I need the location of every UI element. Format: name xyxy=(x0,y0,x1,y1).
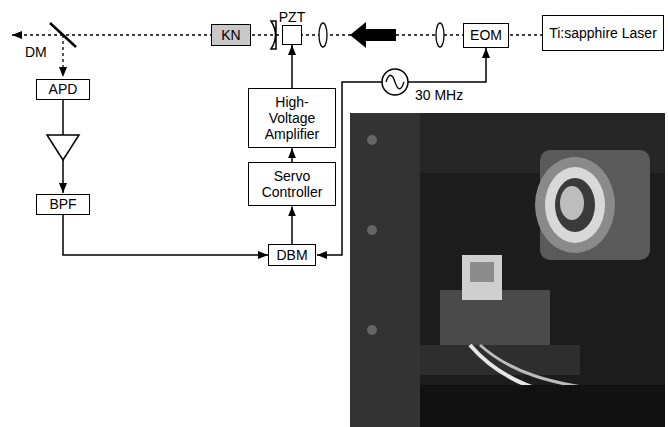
dichroic-mirror xyxy=(50,23,76,47)
rf-wire xyxy=(408,48,486,82)
node-text: BPF xyxy=(49,196,76,212)
mixer-box: DBM xyxy=(268,244,316,266)
mirror-label: DM xyxy=(24,44,48,60)
signal-arrow xyxy=(291,148,293,162)
amplifier-box: High-Voltage Amplifier xyxy=(248,88,336,148)
node-text: High-Voltage Amplifier xyxy=(252,94,332,142)
node-text: DBM xyxy=(276,247,307,263)
node-text: Ti:sapphire Laser xyxy=(549,25,657,41)
pzt-actuator: PZT xyxy=(282,25,302,45)
node-text: KN xyxy=(221,27,240,43)
sine-symbol xyxy=(386,75,404,89)
node-text: Servo Controller xyxy=(252,168,332,200)
laser-beam xyxy=(62,35,63,77)
photograph xyxy=(350,113,665,427)
signal-arrow xyxy=(63,215,268,256)
signal-arrow xyxy=(291,206,293,244)
crystal-box: KN xyxy=(211,24,251,46)
laser-box: Ti:sapphire Laser xyxy=(542,15,664,51)
node-text: APD xyxy=(49,81,78,97)
frequency-label: 30 MHz xyxy=(414,87,464,103)
modulator-box: EOM xyxy=(463,23,509,48)
node-text: PZT xyxy=(279,9,305,25)
amplifier-symbol xyxy=(47,135,79,160)
optical-isolator xyxy=(350,22,396,48)
cavity-mirror xyxy=(271,21,276,49)
lens xyxy=(319,23,327,47)
controller-box: Servo Controller xyxy=(248,162,336,206)
filter-box: BPF xyxy=(36,194,90,215)
signal-wire xyxy=(62,160,64,193)
signal-arrow xyxy=(291,45,293,88)
lens xyxy=(436,23,444,47)
detector-box: APD xyxy=(36,79,90,100)
oscillator-symbol xyxy=(382,69,408,95)
node-text: EOM xyxy=(470,27,502,43)
signal-wire xyxy=(62,99,64,135)
